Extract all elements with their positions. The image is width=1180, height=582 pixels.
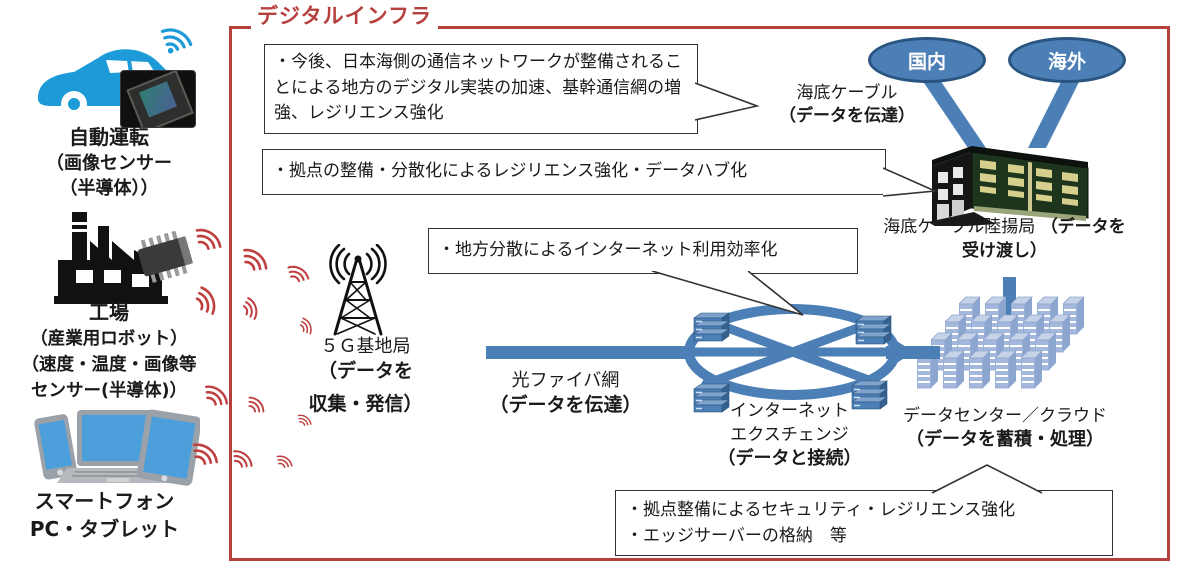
radio-wave-icon [194,218,229,253]
datacenter-func: （データを蓄積・処理） [906,429,1104,450]
fiber-name: 光ファイバ網 [511,370,620,391]
exchange-name1: インターネット [730,401,849,421]
callout-internet: ・地方分散によるインターネット利用効率化 [428,228,858,274]
landing-station-label: 海底ケーブル陸揚局 （データを 受け渡し） [862,215,1147,263]
smartphone-icon [34,414,77,480]
radio-wave-icon [275,448,296,469]
base-station-name: ５Ｇ基地局 [320,336,411,357]
exchange-name2: エクスチェンジ [730,425,849,445]
factory-label: 工場 （産業用ロボット） （速度・温度・画像等 センサー(半導体)） [0,298,218,404]
server-icon [690,383,730,413]
datacenter-label: データセンター／クラウド （データを蓄積・処理） [885,404,1125,452]
landing-station-func1: （データを [1040,217,1126,237]
base-station-label: ５Ｇ基地局 （データを 収集・発信） [288,334,443,417]
radio-wave-icon [232,443,258,469]
radio-wave-icon [204,377,235,408]
radio-wave-icon [248,392,269,413]
laptop-icon [57,410,177,483]
fiber-line-left [486,346,692,359]
domestic-oval: 国内 [868,37,986,83]
callout-internet-pointer [651,271,804,316]
landing-station-name: 海底ケーブル陸揚局 [883,217,1036,237]
factory-line3: （速度・温度・画像等 [21,355,197,375]
callout-security-pointer [931,464,1043,494]
fiber-func: （データを伝達） [489,394,642,416]
wifi-icon [160,28,193,54]
autonomous-driving-label: 自動運転 （画像センサー （半導体）） [14,124,204,201]
callout-security-line2: ・エッジサーバーの格納 等 [626,526,847,547]
devices-label: スマートフォン PC・タブレット [2,487,207,543]
base-station-func2: 収集・発信） [308,393,423,415]
internet-exchange-icon [679,304,914,400]
autonomous-driving-line2: （画像センサー [46,153,172,174]
server-icon [852,315,892,345]
autonomous-driving-title: 自動運転 [69,125,149,149]
factory-icon [54,212,168,304]
radio-wave-icon [297,409,316,428]
tablet-icon [136,409,200,486]
semiconductor-chip-icon [137,230,193,283]
submarine-cable-label: 海底ケーブル （データを伝達） [768,82,926,128]
radio-wave-icon [191,433,225,467]
landing-station-building-icon [928,146,1089,226]
callout-security-line1: ・拠点整備によるセキュリティ・レジリエンス強化 [626,500,1016,520]
devices-line2: PC・タブレット [29,517,180,541]
devices-line1: スマートフォン [34,489,175,513]
cell-tower-icon [329,244,387,336]
callout-hub: ・拠点の整備・分散化によるレジリエンス強化・データハブ化 [262,149,886,195]
frame-title: デジタルインフラ [251,0,438,30]
callout-security: ・拠点整備によるセキュリティ・レジリエンス強化 ・エッジサーバーの格納 等 [615,490,1113,556]
infra-frame [229,26,1170,561]
devices-icon [34,409,200,486]
submarine-cable-func: （データを伝達） [779,106,915,126]
server-icon [848,380,888,410]
datacenter-name: データセンター／クラウド [903,406,1107,426]
submarine-cable-name: 海底ケーブル [796,83,898,103]
callout-network-pointer [695,82,760,121]
radio-wave-icon [242,240,275,273]
factory-line2: （産業用ロボット） [30,329,188,349]
overseas-oval: 海外 [1008,37,1126,83]
autonomous-driving-line3: （半導体）） [59,178,159,199]
factory-title: 工場 [89,300,129,324]
cable-icon [922,80,1080,148]
base-station-func1: （データを [317,360,413,382]
fiber-label: 光ファイバ網 （データを伝達） [468,368,663,418]
landing-station-line1: 海底ケーブル陸揚局 （データを [862,215,1147,239]
exchange-func: （データと接続） [717,448,862,469]
callout-hub-pointer [883,167,939,197]
exchange-label: インターネット エクスチェンジ （データと接続） [702,399,877,471]
datacenter-racks-icon [917,296,1085,389]
factory-line4: センサー(半導体)） [31,381,187,401]
callout-network: ・今後、日本海側の通信ネットワークが整備されることによる地方のデジタル実装の加速… [264,44,698,134]
landing-station-func2: 受け渡し） [962,241,1047,261]
image-sensor-photo [120,70,196,128]
